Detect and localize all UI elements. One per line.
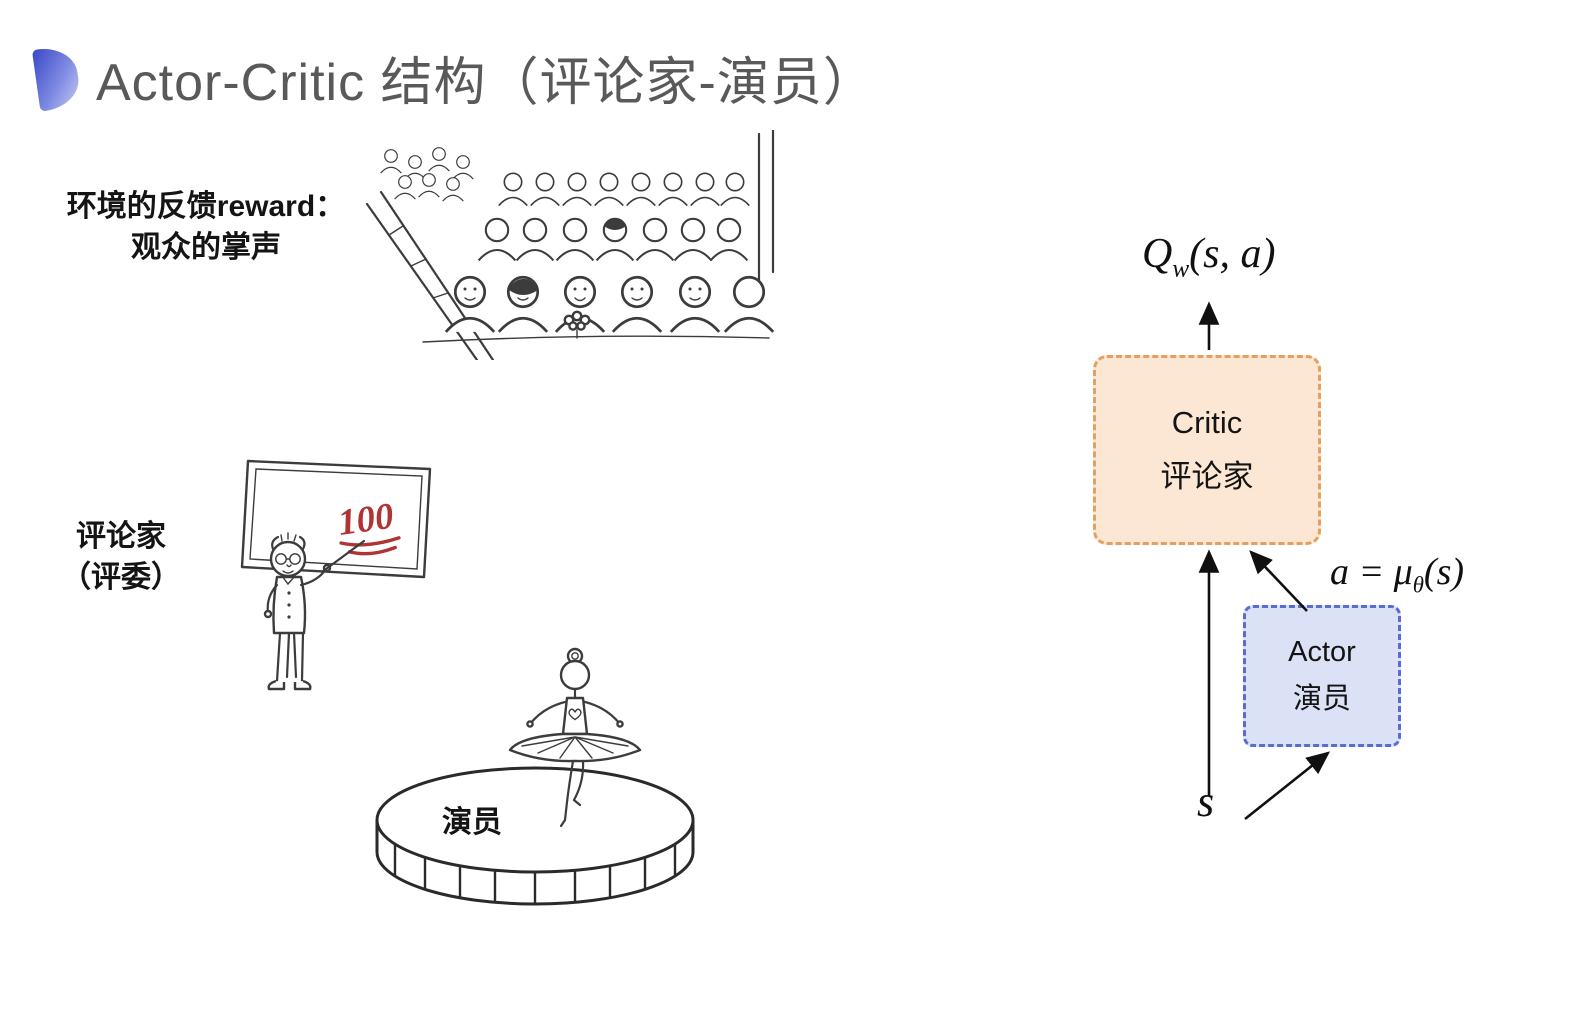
stage-actor-label: 演员	[442, 806, 502, 839]
audience-wall	[757, 130, 775, 282]
arrow-actor-to-critic	[1249, 550, 1308, 612]
reward-annotation-line1: 环境的反馈reward：	[66, 190, 346, 223]
dark-hair-detail	[509, 278, 538, 295]
reward-annotation-line2: 观众的掌声	[131, 231, 281, 265]
dark-hair-detail	[604, 218, 626, 230]
slide-header: Actor-Critic 结构（评论家-演员）	[31, 40, 876, 115]
reward-annotation: 环境的反馈reward： 观众的掌声	[40, 186, 372, 269]
critic-box: Critic 评论家	[1093, 355, 1321, 545]
audience-seat-line	[422, 335, 770, 343]
critic-box-subtitle: 评论家	[1160, 458, 1254, 494]
action-formula-args: (s)	[1423, 551, 1465, 593]
action-formula: a = μθ(s)	[1330, 550, 1464, 599]
critic-annotation: 评论家 （评委）	[40, 516, 202, 599]
actor-box-title: Actor	[1288, 635, 1356, 668]
whiteboard-score-group: 100	[336, 496, 401, 556]
arrow-state-to-actor	[1244, 751, 1331, 821]
audience-illustration	[365, 130, 775, 360]
critic-box-title: Critic	[1171, 404, 1243, 440]
q-formula: Qw(s, a)	[1142, 230, 1275, 283]
action-formula-sub: θ	[1412, 572, 1424, 598]
judge-illustration: 100	[240, 459, 432, 691]
critic-annotation-line2: （评委）	[61, 561, 181, 595]
page-title: Actor-Critic 结构（评论家-演员）	[96, 54, 876, 112]
bouquet-detail	[563, 310, 591, 339]
audience-front-row	[444, 275, 775, 339]
q-formula-base: Q	[1142, 231, 1173, 277]
ballerina-figure	[508, 647, 642, 828]
audience-back-row	[497, 172, 751, 207]
title-bullet-icon	[31, 43, 83, 112]
stage-illustration: 演员	[375, 647, 695, 906]
actor-box: Actor 演员	[1243, 605, 1401, 747]
whiteboard-score: 100	[336, 496, 397, 544]
state-label: s	[1197, 777, 1215, 826]
q-formula-args: (s, a)	[1189, 231, 1276, 277]
q-formula-sub: w	[1172, 255, 1190, 283]
audience-balcony-rail	[365, 190, 495, 360]
judge-figure	[263, 532, 366, 691]
action-formula-lhs: a = μ	[1330, 551, 1413, 593]
actor-box-subtitle: 演员	[1292, 682, 1351, 715]
audience-middle-row	[477, 217, 749, 262]
audience-back-left-crowd	[380, 147, 474, 202]
critic-annotation-line1: 评论家	[76, 520, 166, 553]
stage-drum	[375, 766, 695, 906]
